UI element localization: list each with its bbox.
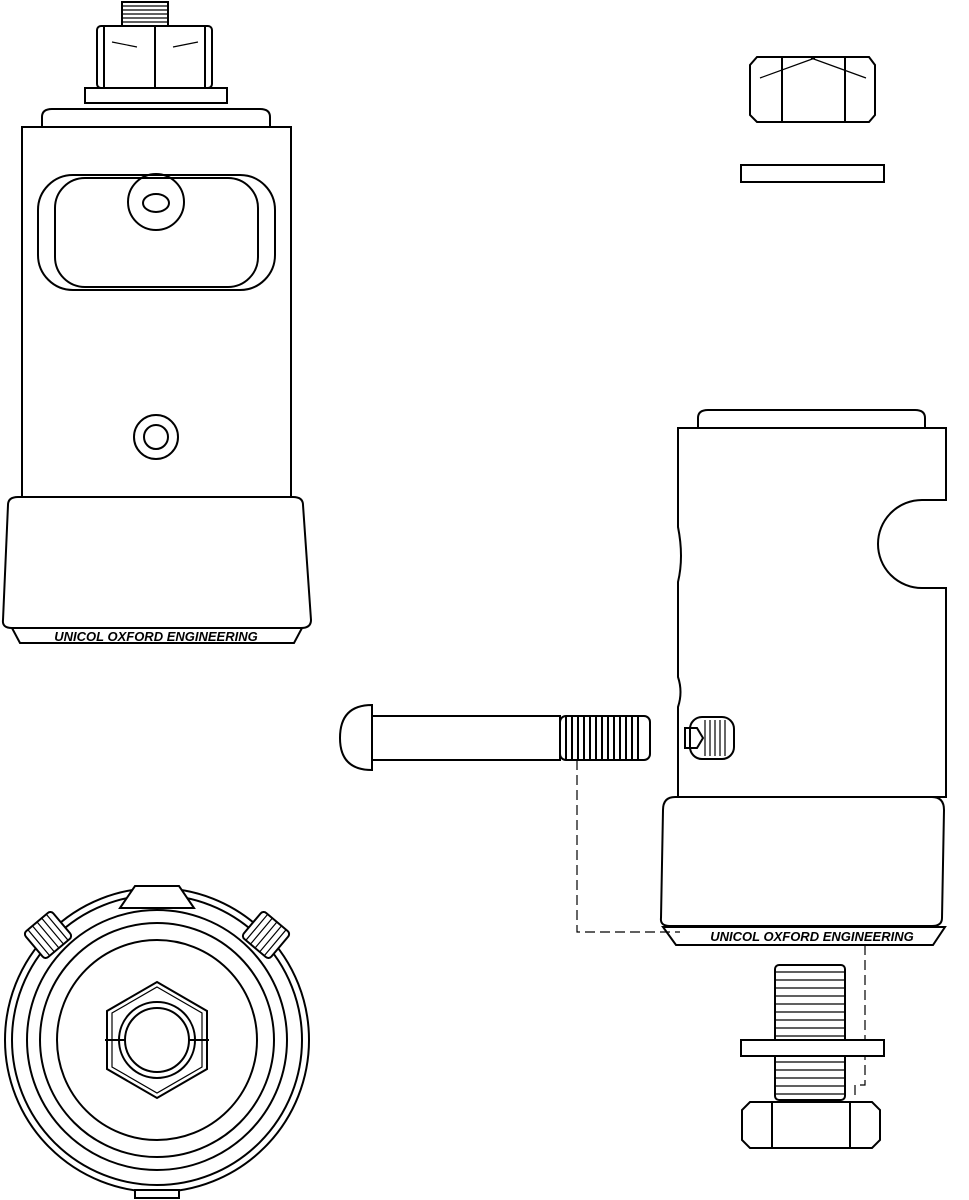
side-base-collar <box>659 796 946 927</box>
plan-bottom-tab <box>134 1189 180 1199</box>
grub-screw-hole <box>133 414 179 460</box>
bottom-hex-nut <box>741 1101 881 1149</box>
cap-plate <box>41 108 271 128</box>
logo-text-front: UNICOL OXFORD ENGINEERING <box>54 629 257 644</box>
side-view-assembly: UNICOL OXFORD ENGINEERING <box>659 409 947 946</box>
bottom-washer <box>740 1039 885 1057</box>
button-head-bolt <box>338 703 651 772</box>
bolt-alignment-line <box>576 760 680 933</box>
plan-view <box>4 885 310 1199</box>
plan-right-stud <box>241 911 291 959</box>
top-washer <box>84 87 228 104</box>
stud-alignment-line <box>854 945 866 1100</box>
side-logo-band <box>661 926 947 946</box>
logo-text-side: UNICOL OXFORD ENGINEERING <box>710 929 913 944</box>
top-hex-nut <box>96 25 213 89</box>
side-cap-plate <box>697 409 926 429</box>
loose-washer <box>740 164 885 183</box>
side-body-block <box>677 427 947 798</box>
bottom-threaded-stud <box>774 964 846 1101</box>
plan-left-stud <box>23 911 73 959</box>
base-collar <box>1 496 313 629</box>
plan-top-tab <box>118 885 196 909</box>
front-view-assembly: UNICOL OXFORD ENGINEERING <box>1 1 313 644</box>
set-screw <box>684 716 735 760</box>
logo-band <box>10 627 304 644</box>
loose-hex-nut <box>749 56 876 123</box>
top-threaded-stud <box>121 1 169 27</box>
body-block <box>21 126 292 498</box>
pin-hole <box>127 173 185 231</box>
